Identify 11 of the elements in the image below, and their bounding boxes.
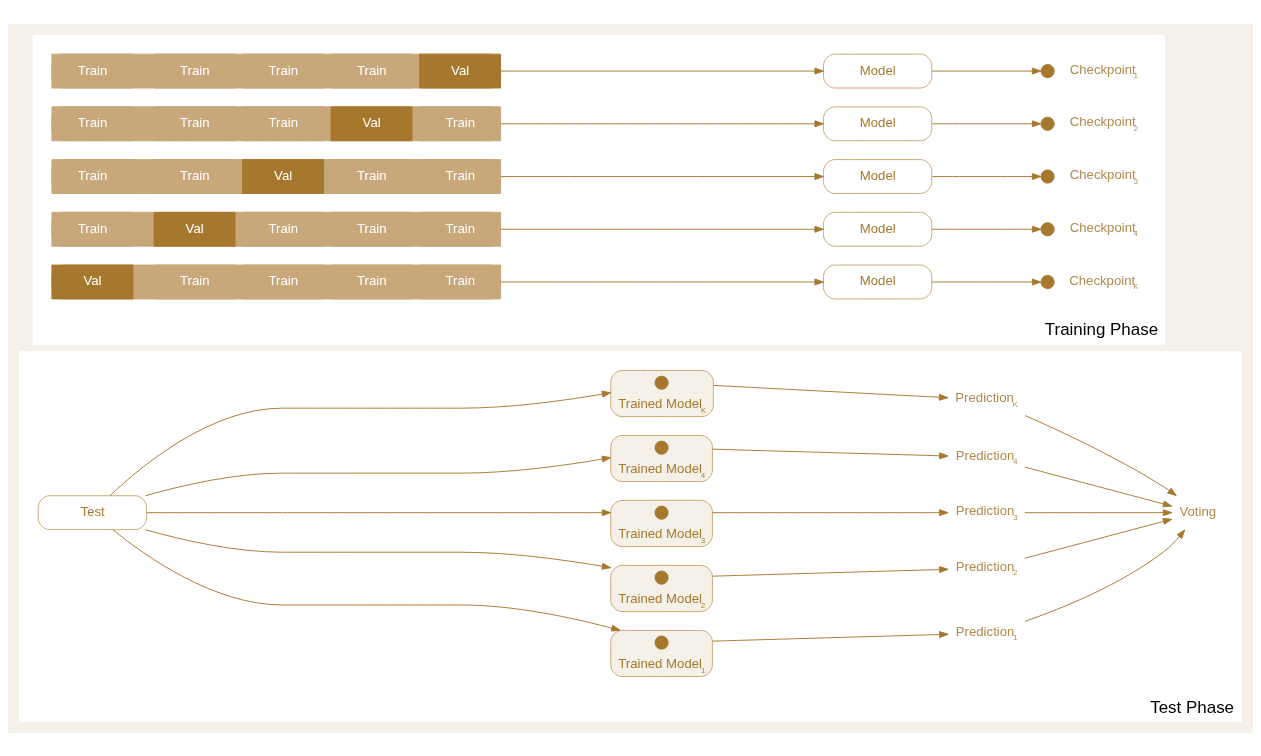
node-label: Checkpoint$_{K}$ (1069, 272, 1139, 291)
node-text: Prediction$_{3}$ (955, 502, 1018, 522)
node-text: Prediction$_{2}$ (955, 558, 1018, 577)
node-text: Prediction$_{4}$ (955, 447, 1018, 466)
node-label: Checkpoint$_{2}$ (1069, 113, 1138, 133)
node-text: Voting (1179, 503, 1217, 519)
node-text: Prediction$_{1}$ (955, 623, 1018, 642)
node-label: Checkpoint$_{1}$ (1069, 61, 1138, 80)
node-label: Checkpoint$_{4}$ (1069, 219, 1138, 238)
node-text: Prediction$_{K}$ (955, 389, 1018, 409)
node-label: Checkpoint$_{3}$ (1069, 166, 1138, 186)
